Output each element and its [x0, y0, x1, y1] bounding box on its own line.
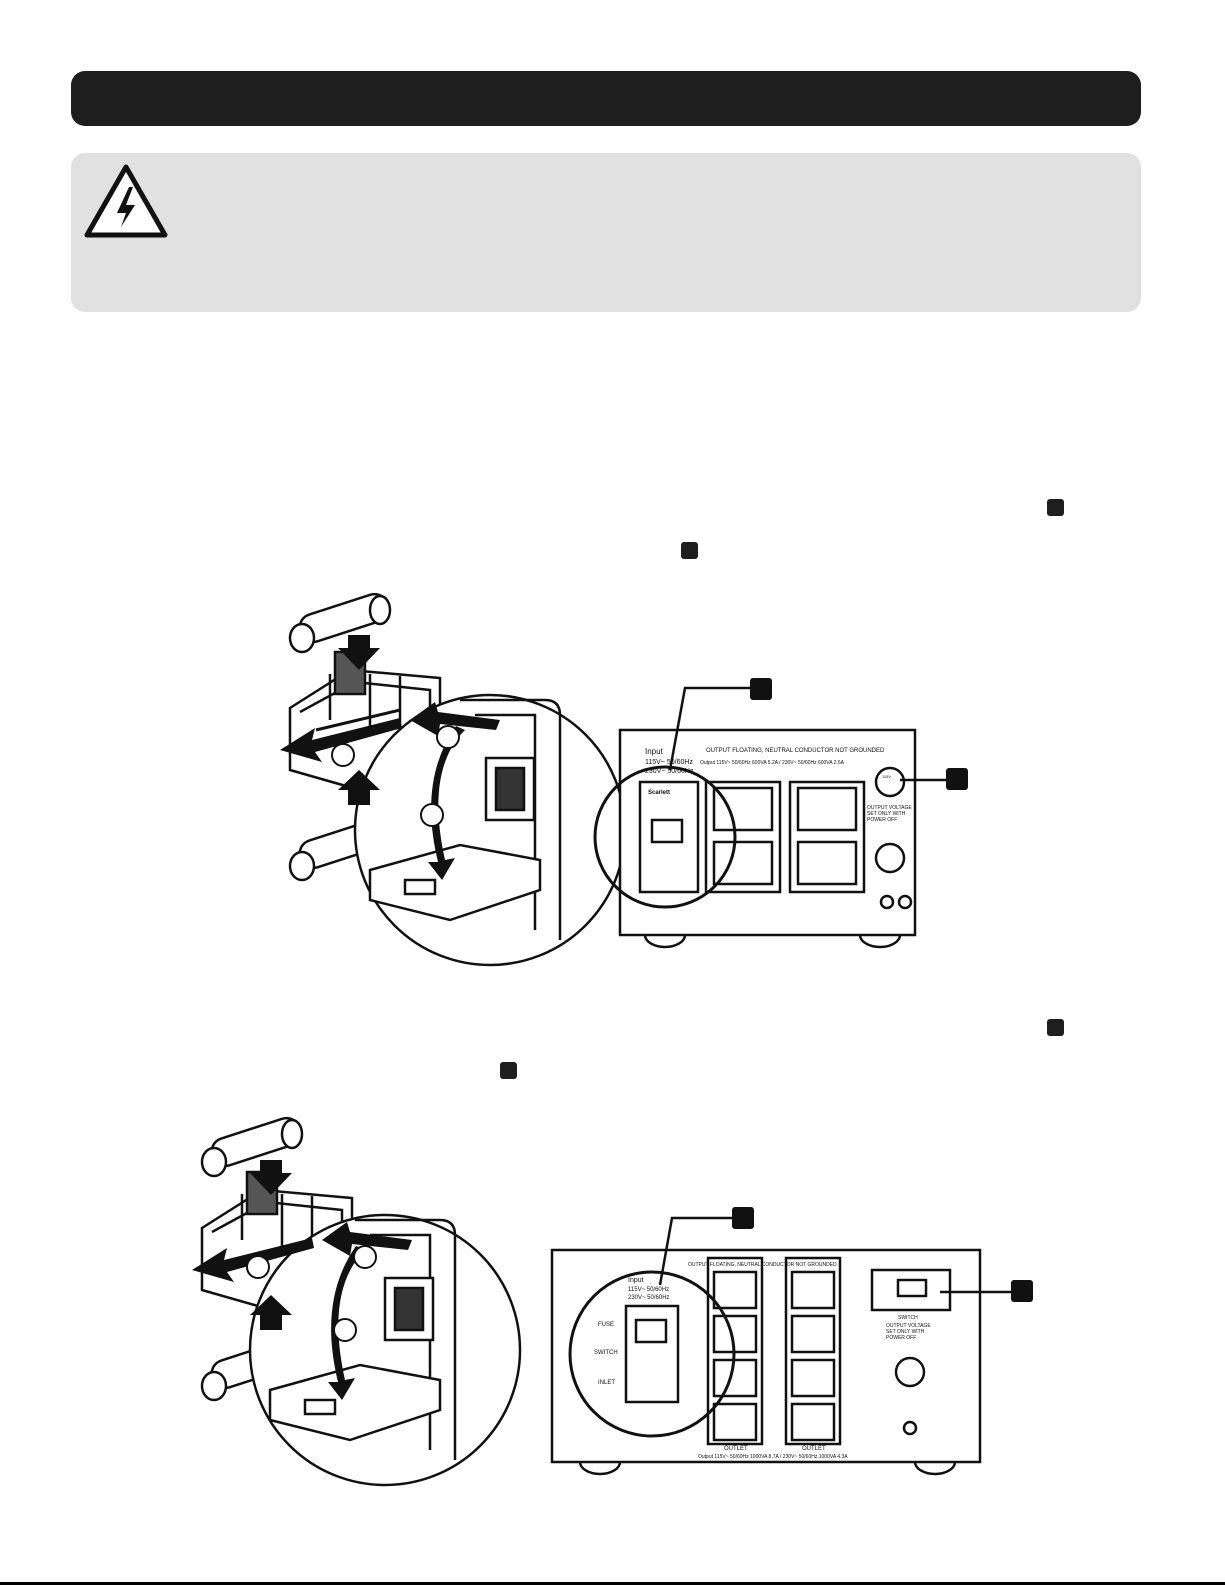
- magnified-inlet-view-2: [248, 1213, 522, 1487]
- arrow-pry-open: [410, 702, 500, 736]
- fig2-outlet-label-left: OUTLET: [724, 1446, 748, 1452]
- fig1-output-rating: Output 115V~ 50/60Hz 600VA 5.2A / 230V~ …: [700, 760, 845, 766]
- fig2-input-label: Input: [628, 1277, 644, 1284]
- fig1-input-rating-1: 115V~ 50/60Hz: [645, 759, 693, 766]
- arrow-insert-top: [338, 635, 380, 670]
- fig2-selector-switch-label: SWITCH: [898, 1315, 918, 1321]
- arrow-pry-open-2: [322, 1222, 412, 1256]
- warning-box: [71, 153, 1141, 312]
- arrow-pull-out: [280, 718, 402, 762]
- fig2-switch-label: SWITCH: [594, 1350, 618, 1356]
- arrow-insert-bottom-2: [250, 1295, 292, 1330]
- step-circle-3b: [246, 1255, 270, 1279]
- figure-1-fuse-replacement: Input 115V~ 50/60Hz 230V~ 50/60Hz Scarle…: [280, 592, 968, 967]
- fig1-input-rating-2: 230V~ 50/60Hz: [645, 768, 694, 775]
- fig1-panel-notice: OUTPUT FLOATING, NEUTRAL CONDUCTOR NOT G…: [706, 748, 885, 754]
- arrow-insert-top-2: [250, 1160, 292, 1195]
- fuse-cartridge-top: [288, 592, 392, 654]
- fuse-cartridge-top-2: [200, 1116, 304, 1178]
- magnified-inlet-view: [353, 693, 627, 967]
- section-header-bar: [71, 71, 1141, 126]
- callout-marker-b: [681, 542, 698, 559]
- fig2-outlet-label-right: OUTLET: [802, 1446, 826, 1452]
- step-circle-1: [436, 725, 460, 749]
- fig2-input-rating-2: 230V~ 50/60Hz: [628, 1295, 670, 1301]
- fig2-voltage-note-3: POWER OFF: [886, 1335, 916, 1341]
- fig1-selector-label: 115V: [882, 774, 891, 779]
- fig1-input-label: Input: [645, 747, 664, 756]
- fig1-module-brand: Scarlett: [648, 790, 670, 796]
- callout-marker-fuse: [750, 678, 772, 700]
- step-circle-2b: [333, 1318, 357, 1342]
- fig2-panel-notice: OUTPUT FLOATING, NEUTRAL CONDUCTOR NOT G…: [688, 1262, 837, 1268]
- step-circle-3: [331, 743, 355, 767]
- step-circle-2: [420, 803, 444, 827]
- page-bottom-rule: [0, 1582, 1225, 1585]
- arrow-drawer-down: [428, 726, 465, 880]
- rear-panel-unit-2: [550, 1216, 1015, 1476]
- fig2-fuse-label: FUSE: [598, 1322, 614, 1328]
- callout-marker-a: [1047, 499, 1064, 516]
- fig1-voltage-note-3: POWER OFF: [867, 817, 897, 823]
- fig2-output-rating: Output 115V~ 50/60Hz 1000VA 8.7A / 230V~…: [698, 1454, 848, 1460]
- callout-marker-d: [500, 1062, 517, 1079]
- high-voltage-warning-icon: [84, 164, 168, 238]
- fig2-voltage-note-2: SET ONLY WITH: [886, 1329, 925, 1335]
- fig2-input-rating-1: 115V~ 50/60Hz: [628, 1287, 669, 1293]
- fig2-voltage-note-1: OUTPUT VOLTAGE: [886, 1323, 931, 1329]
- arrow-insert-bottom: [338, 770, 380, 805]
- callout-marker-selector-2: [1011, 1280, 1033, 1302]
- fig1-voltage-note-2: SET ONLY WITH: [867, 811, 906, 817]
- fig2-inlet-label: INLET: [598, 1380, 615, 1386]
- rear-panel-unit-1: [593, 686, 955, 949]
- step-circle-1b: [353, 1245, 377, 1269]
- callout-marker-selector: [946, 768, 968, 790]
- callout-marker-c: [1047, 1019, 1064, 1036]
- callout-marker-fuse-2: [732, 1207, 754, 1229]
- fig1-voltage-note-1: OUTPUT VOLTAGE: [867, 805, 912, 811]
- figure-2-fuse-replacement: Input 115V~ 50/60Hz 230V~ 50/60Hz FUSE S…: [192, 1116, 1033, 1487]
- arrow-drawer-down-2: [328, 1246, 365, 1400]
